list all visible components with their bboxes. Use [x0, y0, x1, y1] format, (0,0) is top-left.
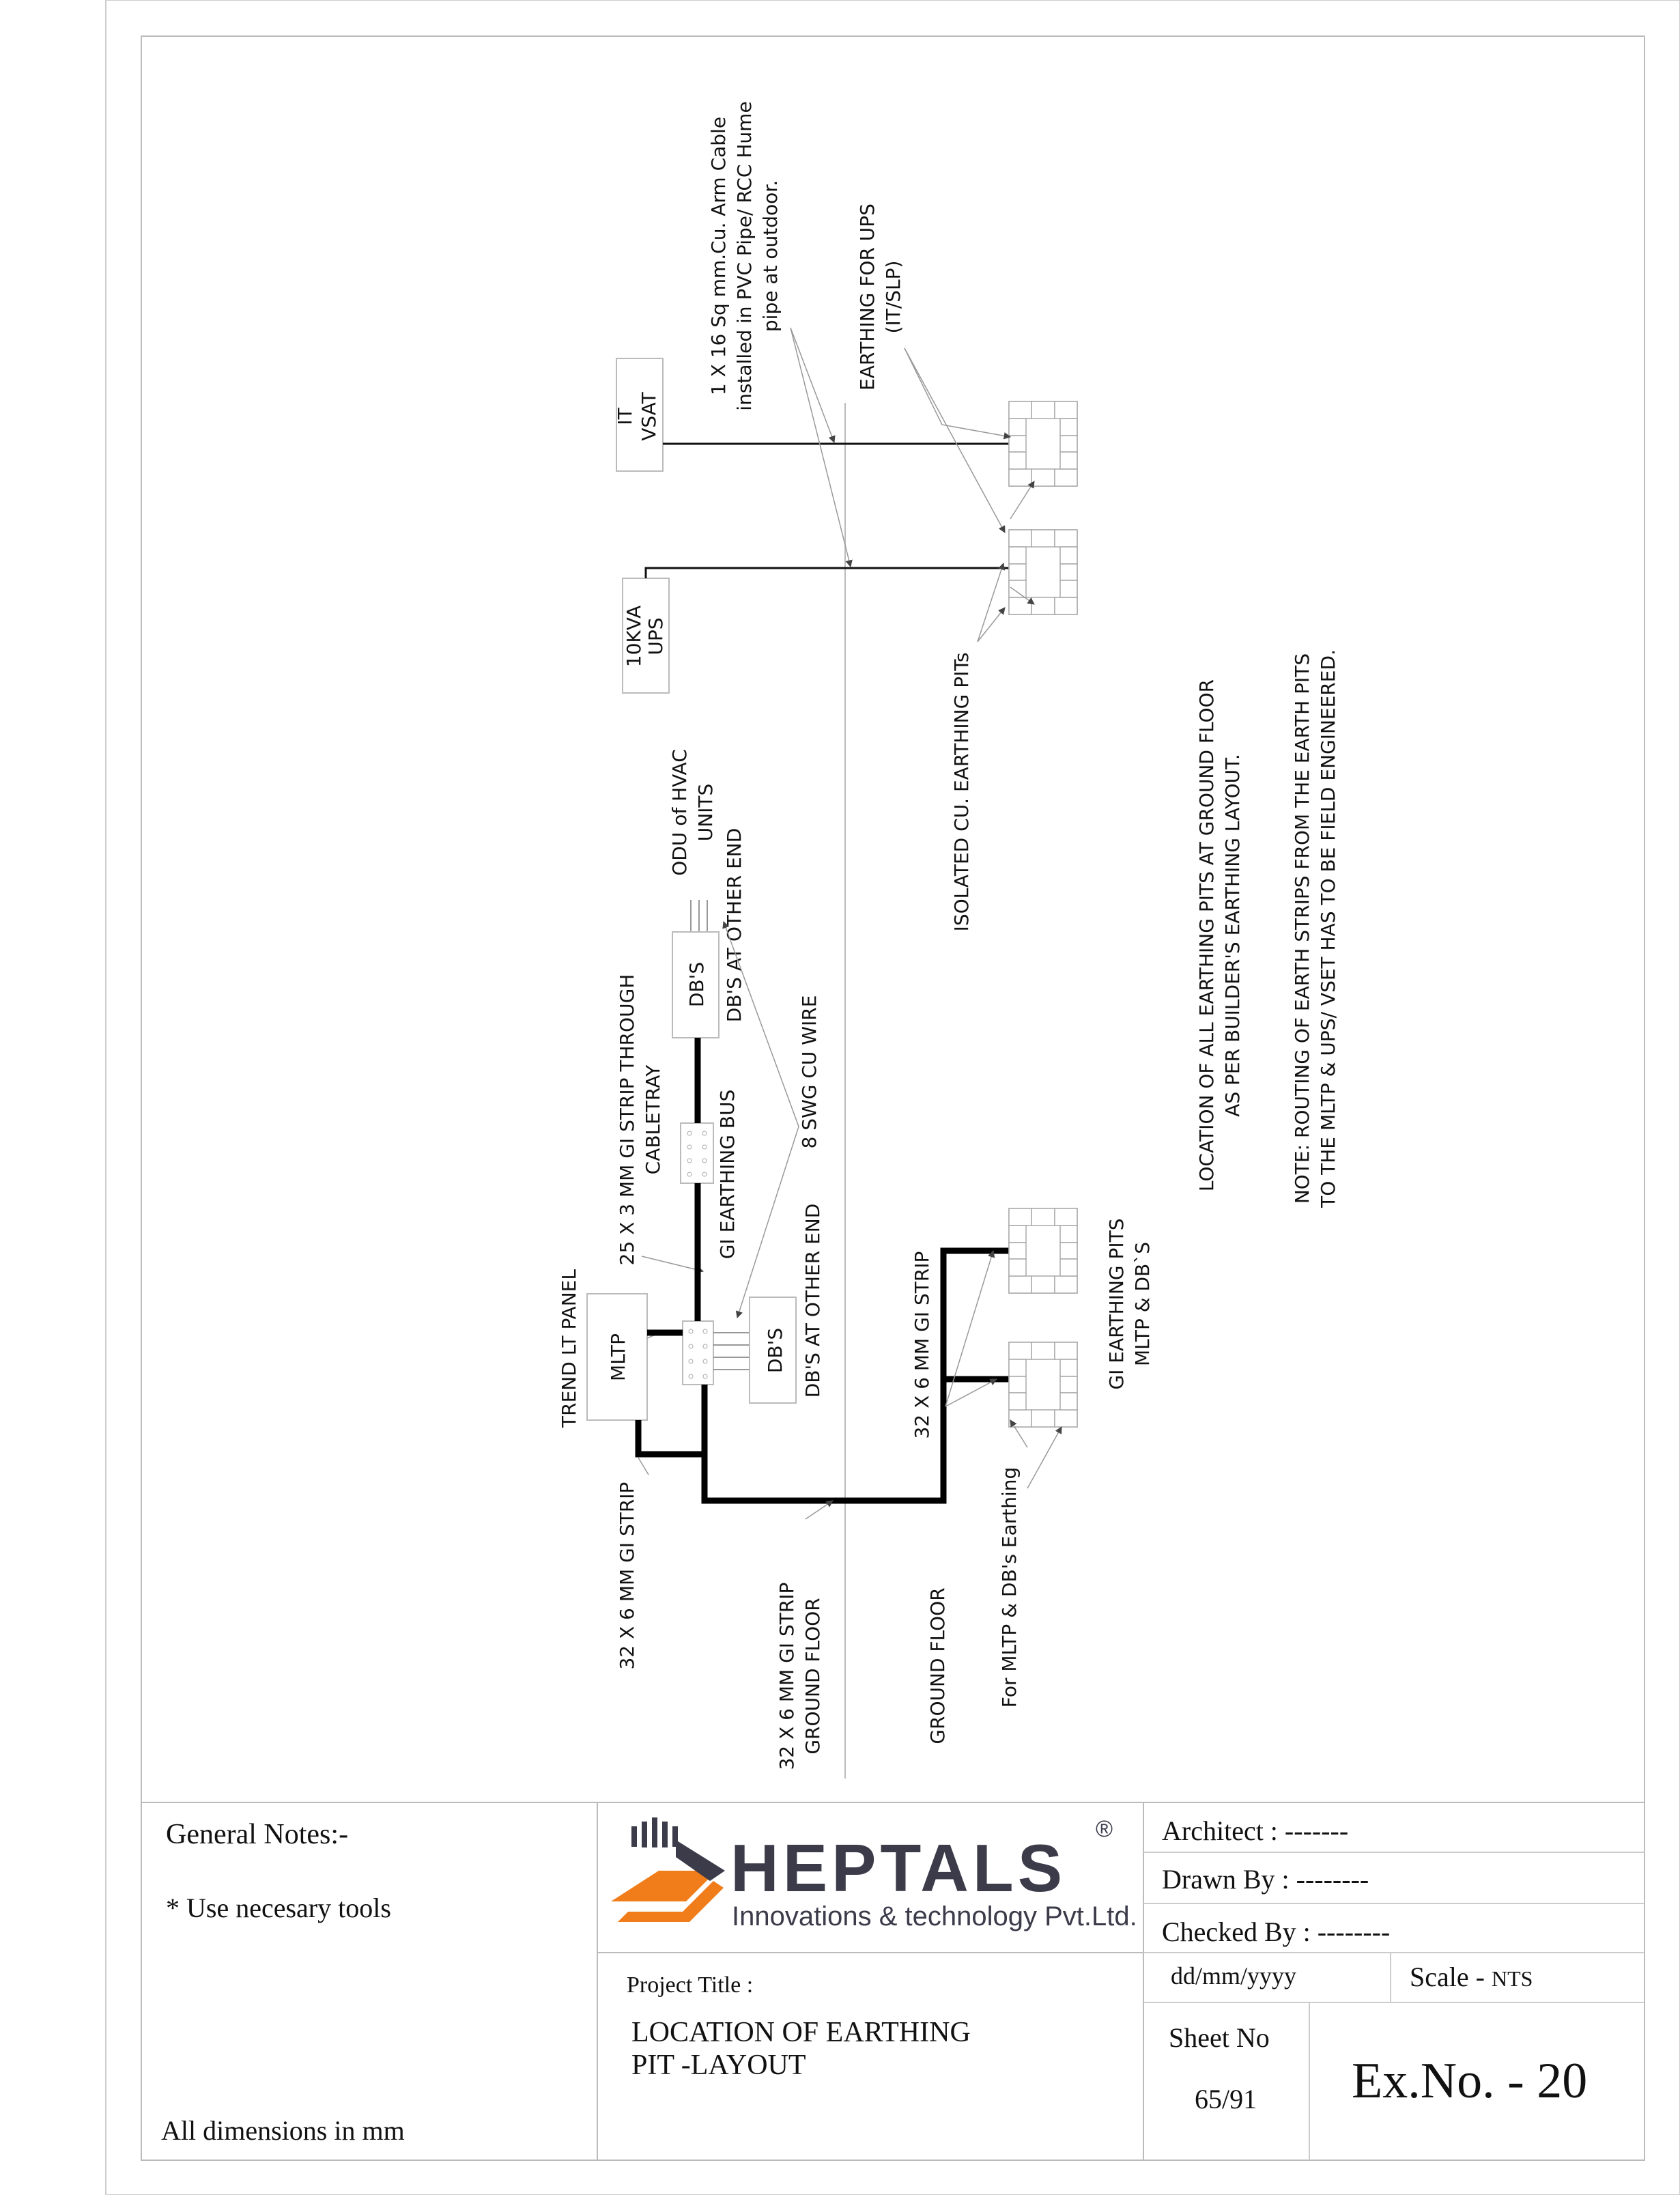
logo-tagline: Innovations & technology Pvt.Ltd.: [732, 1901, 1137, 1931]
svg-text:UNITS: UNITS: [694, 784, 717, 842]
odu-note: ODU of HVAC UNITS: [668, 749, 717, 876]
svg-text:TO THE MLTP & UPS/ VSET HAS TO: TO THE MLTP & UPS/ VSET HAS TO BE FIELD …: [1317, 649, 1339, 1208]
gi-bus-label: GI EARTHING BUS: [716, 1090, 739, 1260]
gi-strip-ground-floor: [701, 1247, 1009, 1504]
general-notes-item: * Use necesary tools: [166, 1893, 391, 1923]
svg-text:1 X 16 Sq mm.Cu. Arm Cable: 1 X 16 Sq mm.Cu. Arm Cable: [707, 117, 730, 395]
svg-text:CABLETRAY: CABLETRAY: [642, 1064, 664, 1175]
heptals-logo: HEPTALS ® Innovations & technology Pvt.L…: [611, 1816, 1137, 1931]
gi-pit-1: [1008, 1208, 1078, 1294]
mltp-db-earthing-label: For MLTP & DB's Earthing: [998, 1467, 1021, 1708]
svg-text:IT: IT: [614, 407, 636, 425]
it-vsat-box: IT VSAT: [614, 358, 664, 472]
project-title-label: Project Title :: [627, 1972, 753, 1998]
gi-strip-ground-note: 32 X 6 MM GI STRIP GROUND FLOOR: [775, 1583, 824, 1770]
routing-note: NOTE: ROUTING OF EARTH STRIPS FROM THE E…: [1291, 649, 1339, 1208]
isolated-pit-ups: [1008, 529, 1078, 615]
scale-field: Scale - NTS: [1410, 1962, 1533, 1992]
svg-text:10KVA: 10KVA: [623, 606, 645, 668]
svg-text:25 X 3 MM GI STRIP THROUGH: 25 X 3 MM GI STRIP THROUGH: [616, 974, 638, 1266]
gi-earthing-bus-top: [680, 1122, 714, 1184]
svg-text:AS PER BUILDER'S EARTHING LAYO: AS PER BUILDER'S EARTHING LAYOUT.: [1221, 754, 1244, 1117]
mltp-box: MLTP: [586, 1293, 648, 1421]
gi-strip-left-label: 32 X 6 MM GI STRIP: [616, 1482, 638, 1670]
sheet-no-label: Sheet No: [1169, 2022, 1270, 2053]
project-title-line1: LOCATION OF EARTHING: [631, 2017, 971, 2048]
svg-text:installed in PVC Pipe/ RCC Hum: installed in PVC Pipe/ RCC Hume: [733, 101, 756, 410]
svg-text:32 X 6 MM GI STRIP: 32 X 6 MM GI STRIP: [775, 1583, 798, 1770]
general-notes-heading: General Notes:-: [166, 1819, 348, 1850]
isolated-pits-label: ISOLATED CU. EARTHING PITs: [950, 653, 973, 932]
inner-border: [141, 36, 1645, 2161]
strip-tray-note: 25 X 3 MM GI STRIP THROUGH CABLETRAY: [616, 974, 664, 1266]
svg-text:NOTE: ROUTING OF EARTH STRIPS: NOTE: ROUTING OF EARTH STRIPS FROM THE E…: [1291, 653, 1313, 1204]
ups-earth-cable: [644, 567, 1016, 578]
svg-text:ODU of HVAC: ODU of HVAC: [668, 749, 691, 876]
location-note: LOCATION OF ALL EARTHING PITS AT GROUND …: [1195, 679, 1244, 1191]
svg-text:(IT/SLP): (IT/SLP): [882, 261, 905, 334]
db-top-box: DB'S: [672, 931, 720, 1038]
svg-text:GROUND FLOOR: GROUND FLOOR: [801, 1598, 824, 1754]
gi-strip-mltp: [635, 1385, 708, 1458]
sheet-no-value: 65/91: [1195, 2084, 1257, 2114]
svg-text:VSAT: VSAT: [638, 391, 660, 440]
svg-text:LOCATION OF ALL EARTHING PITS: LOCATION OF ALL EARTHING PITS AT GROUND …: [1195, 679, 1218, 1191]
isolated-pit-vsat: [1008, 401, 1078, 487]
gi-pits-note: GI EARTHING PITS MLTP & DB`S: [1105, 1218, 1154, 1389]
svg-text:MLTP: MLTP: [607, 1333, 629, 1381]
db-other-end-bottom: DB'S AT OTHER END: [801, 1204, 824, 1398]
checked-by-field: Checked By : --------: [1162, 1916, 1390, 1947]
svg-text:GI EARTHING PITS: GI EARTHING PITS: [1105, 1218, 1128, 1389]
outer-border: [105, 0, 1680, 2195]
svg-text:UPS: UPS: [644, 617, 667, 655]
svg-text:DB'S: DB'S: [764, 1328, 786, 1373]
ups-earthing-note: EARTHING FOR UPS (IT/SLP): [856, 203, 905, 391]
logo-mark-icon: [611, 1817, 725, 1922]
swg-wire-label: 8 SWG CU WIRE: [798, 995, 821, 1149]
ex-no: Ex.No. - 20: [1352, 2053, 1587, 2109]
logo-registered: ®: [1096, 1816, 1113, 1842]
logo-name: HEPTALS: [730, 1830, 1066, 1906]
project-title-line2: PIT -LAYOUT: [631, 2050, 806, 2081]
db-bottom-box: DB'S: [749, 1297, 797, 1404]
svg-text:EARTHING FOR UPS: EARTHING FOR UPS: [856, 203, 879, 391]
date-field: dd/mm/yyyy: [1171, 1962, 1296, 1989]
gi-earthing-bus-main: [682, 1320, 714, 1385]
ground-floor-label: GROUND FLOOR: [926, 1587, 949, 1744]
db-other-end-top: DB'S AT OTHER END: [723, 828, 745, 1023]
gi-strip-right-label: 32 X 6 MM GI STRIP: [911, 1251, 933, 1439]
dimensions-note: All dimensions in mm: [161, 2115, 405, 2146]
cable-note: 1 X 16 Sq mm.Cu. Arm Cable installed in …: [707, 101, 782, 410]
trend-panel-label: TREND LT PANEL: [558, 1269, 580, 1428]
svg-text:MLTP & DB`S: MLTP & DB`S: [1131, 1242, 1154, 1366]
architect-field: Architect : -------: [1162, 1815, 1348, 1846]
title-block: General Notes:- * Use necesary tools All…: [141, 1802, 1645, 2160]
drawn-by-field: Drawn By : --------: [1162, 1864, 1369, 1895]
gi-pit-2: [1008, 1342, 1078, 1428]
svg-text:DB'S: DB'S: [685, 962, 708, 1007]
svg-text:pipe at outdoor.: pipe at outdoor.: [759, 180, 782, 332]
ups-box: 10KVA UPS: [622, 578, 670, 694]
